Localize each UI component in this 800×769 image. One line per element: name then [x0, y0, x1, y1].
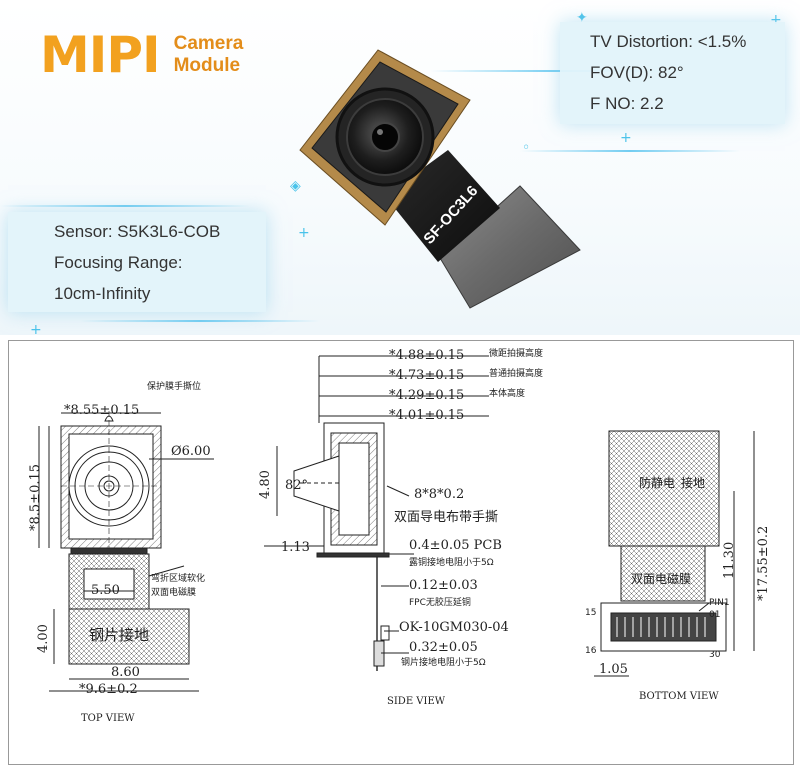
bottom-label-mat: 防静电: [639, 476, 676, 490]
spec-fno: F NO: 2.2: [590, 94, 664, 113]
drawing-lines: [38, 355, 755, 692]
side-steel: 0.32±0.05: [409, 640, 478, 655]
side-dim-1: *4.88±0.15: [389, 348, 465, 363]
bottom-pin-16: 16: [585, 646, 597, 656]
brand-subtitle-line1: Camera: [173, 33, 244, 54]
side-dim-2-note: 普通拍摄高度: [489, 369, 544, 379]
bottom-pin-30: 30: [709, 650, 721, 660]
top-dim-diameter: Ø6.00: [171, 444, 211, 459]
camera-module-photo: SF-OC3L6: [299, 49, 581, 309]
top-dim-400: 4.00: [36, 624, 51, 653]
top-view-steel: [68, 608, 190, 665]
top-note-bend: 弯折区域软化: [151, 574, 206, 584]
bottom-dim-105: 1.05: [599, 662, 628, 677]
bottom-dim-1130: 11.30: [722, 541, 737, 579]
top-steel-label: 钢片接地: [89, 626, 150, 644]
spec-box-sensor: Sensor: S5K3L6-COB Focusing Range: 10cm-…: [8, 212, 266, 312]
top-dim-width: *9.6±0.2: [79, 682, 138, 697]
sparkle-icon: ◦: [522, 140, 531, 156]
sparkle-icon: +: [770, 12, 782, 28]
spec-focus-range-label: Focusing Range:: [54, 253, 183, 272]
sparkle-icon: +: [30, 322, 42, 335]
light-streak: [520, 150, 740, 152]
sparkle-icon: +: [620, 130, 632, 146]
lens-glass: [370, 122, 400, 152]
side-fpc-note: FPC无胶压延铜: [409, 598, 471, 608]
bottom-view-label: BOTTOM VIEW: [639, 691, 719, 702]
technical-drawing: 保护膜手撕位 *8.55±0.15 Ø6.00 *8.5±0.15 弯折区域软化…: [8, 340, 794, 765]
top-dim-height: *8.5±0.15: [28, 463, 43, 531]
side-view-label: SIDE VIEW: [387, 696, 446, 707]
spec-distortion: TV Distortion: <1.5%: [590, 32, 747, 51]
top-note-emi: 双面电磁膜: [151, 588, 197, 598]
side-dim-113: 1.13: [281, 540, 310, 555]
hero-banner: ✦ + + ◦ + ◈ + MIPI Camera Module TV Dist…: [0, 0, 800, 335]
bottom-emi-label: 双面电磁膜: [631, 572, 692, 586]
side-pcb: 0.4±0.05 PCB: [409, 538, 502, 553]
spec-box-optics: TV Distortion: <1.5% FOV(D): 82° F NO: 2…: [560, 22, 785, 124]
sparkle-icon: +: [298, 225, 310, 241]
side-dim-3-note: 本体高度: [489, 389, 526, 399]
side-dim-1-note: 微距拍摄高度: [489, 349, 544, 359]
brand-subtitle: Camera Module: [160, 33, 244, 77]
top-view-label: TOP VIEW: [81, 713, 135, 724]
side-steel-note: 钢片接地电阻小于5Ω: [401, 658, 486, 668]
brand-title: MIPI: [40, 26, 161, 84]
spec-sensor: Sensor: S5K3L6-COB: [54, 222, 221, 241]
brand-subtitle-line2: Module: [173, 55, 241, 76]
brand-logo: MIPI Camera Module: [40, 30, 243, 80]
light-streak: [0, 205, 250, 207]
side-tape-size: 8*8*0.2: [414, 487, 465, 502]
side-dim-4: *4.01±0.15: [389, 408, 465, 423]
bottom-view-connector: [600, 602, 727, 652]
top-dim-width-top: *8.55±0.15: [64, 403, 140, 418]
side-dim-480: 4.80: [258, 470, 273, 499]
top-note-protect: 保护膜手撕位: [147, 382, 202, 392]
side-fpc: 0.12±0.03: [409, 578, 478, 593]
sparkle-icon: ✦: [576, 10, 588, 26]
top-dim-860: 8.60: [111, 665, 140, 680]
top-dim-550: 5.50: [91, 583, 120, 598]
side-dim-2: *4.73±0.15: [389, 368, 465, 383]
bottom-pin1: PIN1: [709, 598, 730, 608]
bottom-label-ground: 接地: [681, 476, 706, 490]
bottom-dim-total: *17.55±0.2: [756, 525, 771, 601]
side-fov: 82°: [285, 478, 309, 493]
lens-highlight: [377, 129, 383, 135]
side-dim-3: *4.29±0.15: [389, 388, 465, 403]
spec-focus-range-value: 10cm-Infinity: [54, 284, 151, 303]
light-streak: [80, 320, 320, 322]
side-connector: OK-10GM030-04: [399, 620, 509, 635]
bottom-pin-15: 15: [585, 608, 597, 618]
bottom-pin-01: 01: [709, 610, 721, 620]
side-pcb-note: 露铜接地电阻小于5Ω: [409, 558, 494, 568]
spec-fov: FOV(D): 82°: [590, 63, 684, 82]
side-tape-note: 双面导电布带手撕: [394, 510, 499, 525]
sparkle-icon: ◈: [290, 178, 301, 194]
